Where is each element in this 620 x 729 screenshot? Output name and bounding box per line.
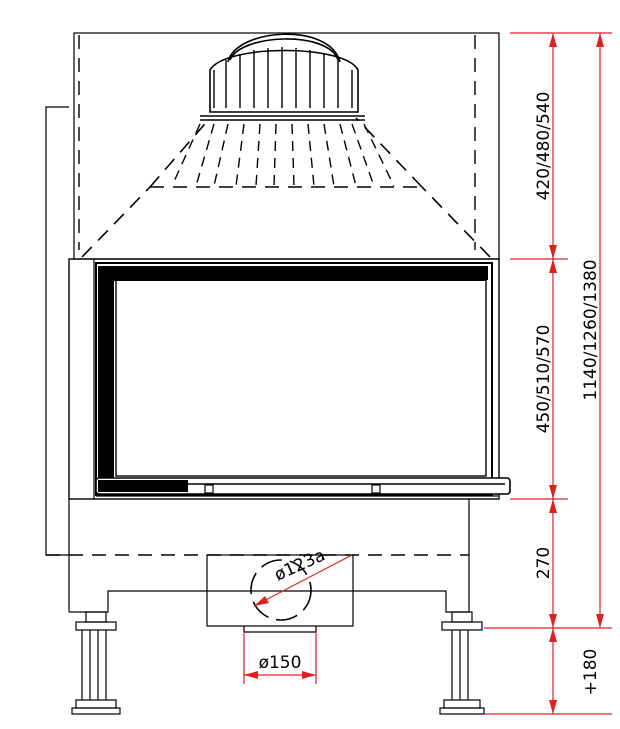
dimension-lines [243, 32, 612, 715]
adjustable-leg-left [71, 611, 121, 715]
convection-dome [171, 33, 395, 187]
door-height-label: 450/510/570 [534, 325, 554, 434]
legs-height-label: +180 [581, 649, 601, 696]
inner-flue-diameter-label: ø123a [272, 545, 329, 585]
adjustable-leg-right [439, 611, 485, 715]
hood-section [73, 32, 500, 260]
base-section [46, 499, 470, 633]
total-height-label: 1140/1260/1380 [581, 259, 601, 400]
outer-flue-diameter-label: ø150 [259, 653, 302, 673]
base-height-label: 270 [534, 547, 554, 579]
hood-height-label: 420/480/540 [534, 92, 554, 201]
glass-door [95, 262, 511, 497]
